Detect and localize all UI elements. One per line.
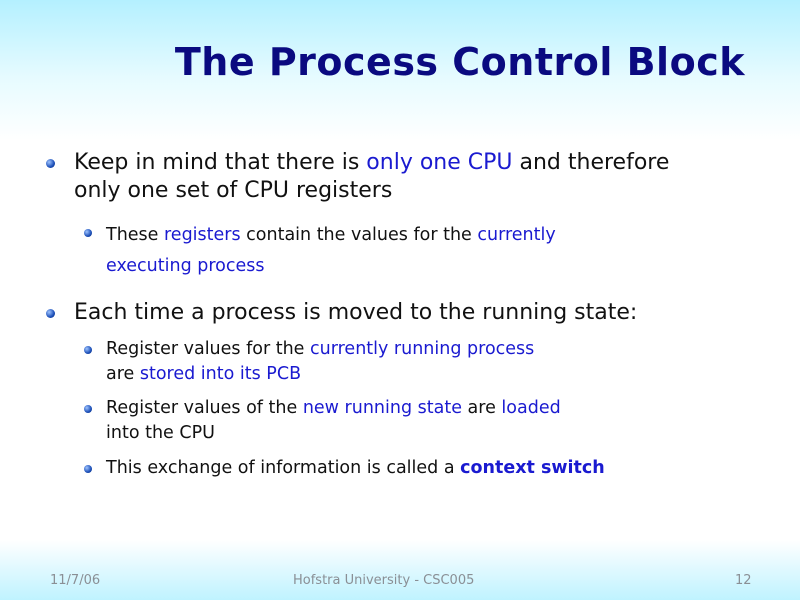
page-number: 12 — [735, 573, 752, 588]
highlight: only one CPU — [366, 150, 513, 175]
text: into the CPU — [106, 423, 215, 443]
highlight: new running state — [302, 398, 462, 418]
text: are — [461, 398, 502, 418]
sub-bullet-icon — [84, 465, 92, 473]
sub-bullet-2-2: Register values of the new running state… — [106, 396, 706, 446]
highlight: executing process — [106, 256, 265, 276]
bullet-icon — [46, 159, 55, 168]
text: are — [106, 364, 140, 384]
bullet-icon — [46, 309, 55, 318]
highlight: context switch — [460, 458, 605, 478]
text: These — [106, 225, 164, 245]
highlight: loaded — [501, 398, 561, 418]
sub-bullet-2-1: Register values for the currently runnin… — [106, 337, 706, 387]
highlight: currently — [477, 225, 556, 245]
text: Register values for the — [106, 339, 311, 359]
bullet-2: Each time a process is moved to the runn… — [74, 300, 638, 325]
text: This exchange of information is called a — [106, 458, 461, 478]
text: Keep in mind that there is — [74, 150, 367, 175]
sub-bullet-icon — [84, 346, 92, 354]
highlight: stored into its PCB — [139, 364, 302, 384]
text: only one set of CPU registers — [74, 178, 393, 203]
text: contain the values for the — [240, 225, 478, 245]
header-background — [0, 0, 800, 140]
highlight: registers — [164, 225, 241, 245]
slide-title: The Process Control Block — [174, 40, 745, 84]
footer-date: 11/7/06 — [50, 573, 101, 588]
footer-background — [0, 540, 800, 600]
text: and therefore — [512, 150, 670, 175]
sub-bullet-1-1: These registers contain the values for t… — [106, 220, 706, 282]
footer-center: Hofstra University - CSC005 — [293, 573, 475, 588]
highlight: currently running process — [310, 339, 535, 359]
sub-bullet-icon — [84, 405, 92, 413]
text: Register values of the — [106, 398, 303, 418]
sub-bullet-icon — [84, 229, 92, 237]
sub-bullet-2-3: This exchange of information is called a… — [106, 456, 706, 481]
bullet-1: Keep in mind that there is only one CPU … — [74, 149, 754, 205]
